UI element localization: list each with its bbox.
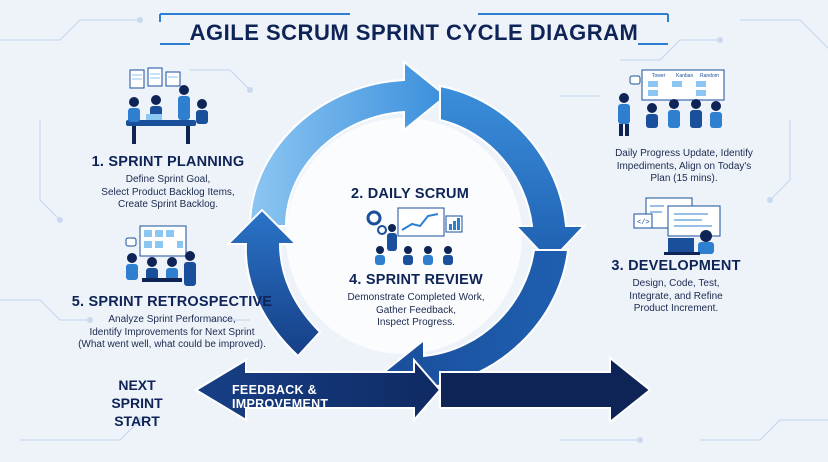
stage-heading: 2. DAILY SCRUM	[350, 186, 470, 202]
stage-development: 3. DEVELOPMENT Design, Code, Test, Integ…	[594, 258, 758, 316]
stage-daily-scrum: 2. DAILY SCRUM	[344, 186, 476, 202]
stage-daily-scrum-description: Daily Progress Update, Identify Impedime…	[592, 148, 776, 186]
cycle-arrow-left	[225, 208, 322, 358]
development-illustration: </>	[633, 197, 721, 255]
next-cycle-arrow	[439, 355, 652, 425]
kanban-col-2: Kanban	[676, 73, 693, 79]
feedback-improvement-label: FEEDBACK & IMPROVEMENT	[232, 383, 329, 411]
daily-scrum-illustration: Tower Kanban Random	[618, 69, 725, 136]
svg-text:</>: </>	[637, 219, 650, 227]
stage-description: Design, Code, Test, Integrate, and Refin…	[629, 278, 723, 314]
kanban-col-1: Tower	[652, 73, 666, 79]
stage-sprint-planning: 1. SPRINT PLANNING Define Sprint Goal, S…	[68, 154, 268, 212]
page-title: AGILE SCRUM SPRINT CYCLE DIAGRAM	[189, 20, 639, 45]
cycle-arrow-top	[248, 59, 448, 227]
stage-description: Define Sprint Goal, Select Product Backl…	[101, 174, 235, 210]
title-banner: AGILE SCRUM SPRINT CYCLE DIAGRAM	[150, 8, 678, 50]
stage-sprint-retrospective: 5. SPRINT RETROSPECTIVE Analyze Sprint P…	[54, 294, 290, 352]
stage-description: Demonstrate Completed Work, Gather Feedb…	[347, 292, 485, 328]
review-illustration	[366, 207, 463, 265]
kanban-col-3: Random	[700, 73, 719, 79]
stage-heading: 1. SPRINT PLANNING	[91, 154, 245, 170]
stage-sprint-review: 4. SPRINT REVIEW Demonstrate Completed W…	[332, 272, 500, 330]
stage-description: Analyze Sprint Performance, Identify Imp…	[78, 314, 266, 350]
stage-heading: 4. SPRINT REVIEW	[349, 272, 483, 288]
stage-heading: 5. SPRINT RETROSPECTIVE	[71, 294, 273, 310]
stage-description: Daily Progress Update, Identify Impedime…	[615, 148, 753, 184]
retrospective-illustration	[125, 225, 196, 286]
stage-heading: 3. DEVELOPMENT	[611, 258, 741, 274]
title-frame	[159, 13, 669, 45]
next-sprint-start-label: NEXT SPRINT START	[111, 377, 163, 429]
planning-team-illustration	[126, 67, 208, 144]
cycle-arrow-right	[439, 84, 587, 264]
